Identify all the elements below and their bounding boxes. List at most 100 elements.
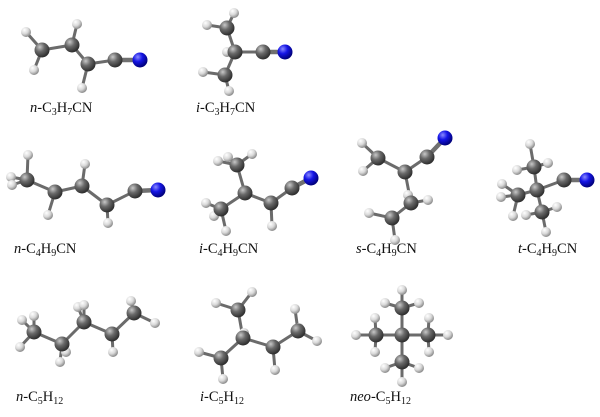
atom-hydrogen <box>6 172 16 182</box>
atom-hydrogen <box>17 315 27 325</box>
atom-hydrogen <box>211 298 221 308</box>
atom-carbon <box>74 178 90 194</box>
atom-hydrogen <box>194 347 204 357</box>
atom-carbon <box>403 195 419 211</box>
atom-carbon <box>255 44 271 60</box>
atom-carbon <box>64 37 80 53</box>
atom-carbon <box>127 183 143 199</box>
atom-hydrogen <box>290 304 300 314</box>
atom-hydrogen <box>79 300 89 310</box>
atom-carbon <box>290 323 306 339</box>
atom-hydrogen <box>525 139 535 149</box>
atom-hydrogen <box>424 347 434 357</box>
atom-carbon <box>263 195 279 211</box>
atom-nitrogen <box>303 170 319 186</box>
atom-hydrogen <box>126 296 136 306</box>
atom-hydrogen <box>380 363 390 373</box>
molecule-label: t-C4H9CN <box>518 241 578 259</box>
atom-hydrogen <box>247 287 257 297</box>
molecule-n-C5H12 <box>15 296 160 367</box>
molecule-s-C4H9CN <box>357 130 453 245</box>
atom-hydrogen <box>55 357 65 367</box>
molecule-label: n-C3H7CN <box>30 100 93 118</box>
atom-carbon <box>104 326 120 342</box>
atom-hydrogen <box>552 202 562 212</box>
atom-carbon <box>230 302 246 318</box>
atom-hydrogen <box>543 158 553 168</box>
atom-carbon <box>556 172 572 188</box>
atom-carbon <box>213 201 229 217</box>
atom-hydrogen <box>370 347 380 357</box>
atom-hydrogen <box>224 86 234 96</box>
atom-carbon <box>217 67 233 83</box>
atom-carbon <box>265 339 281 355</box>
atom-carbon <box>384 210 400 226</box>
atom-nitrogen <box>277 44 293 60</box>
atom-carbon <box>284 180 300 196</box>
atom-carbon <box>80 56 96 72</box>
atom-hydrogen <box>397 377 407 387</box>
atom-hydrogen <box>508 211 518 221</box>
atom-hydrogen <box>29 65 39 75</box>
atom-carbon <box>394 354 410 370</box>
molecule-label: n-C4H9CN <box>14 241 77 259</box>
molecule-label: i-C3H7CN <box>196 100 256 118</box>
atom-carbon <box>219 20 235 36</box>
molecule-n-C4H9CN <box>6 150 166 228</box>
atom-hydrogen <box>247 149 257 159</box>
atom-hydrogen <box>358 166 368 176</box>
molecule-label: i-C4H9CN <box>199 241 259 259</box>
atom-carbon <box>19 172 35 188</box>
atom-hydrogen <box>390 235 400 245</box>
atom-carbon <box>107 52 123 68</box>
atom-carbon <box>419 149 435 165</box>
atom-hydrogen <box>218 374 228 384</box>
atom-hydrogen <box>312 336 322 346</box>
atom-carbon <box>526 159 542 175</box>
atom-carbon <box>213 350 229 366</box>
atom-carbon <box>235 330 251 346</box>
atom-hydrogen <box>497 179 507 189</box>
atom-hydrogen <box>7 180 17 190</box>
atom-carbon <box>370 150 386 166</box>
atom-hydrogen <box>29 311 39 321</box>
atom-carbon <box>34 42 50 58</box>
atom-carbon <box>227 44 243 60</box>
atom-hydrogen <box>357 138 367 148</box>
atom-hydrogen <box>512 165 522 175</box>
molecule-n-C3H7CN <box>21 19 148 93</box>
atom-carbon <box>394 300 410 316</box>
atom-hydrogen <box>202 20 212 30</box>
atom-hydrogen <box>414 363 424 373</box>
atom-hydrogen <box>150 318 160 328</box>
atom-hydrogen <box>80 159 90 169</box>
atom-hydrogen <box>43 210 53 220</box>
atom-carbon <box>76 314 92 330</box>
atom-carbon <box>54 336 70 352</box>
atom-hydrogen <box>23 150 33 160</box>
atom-hydrogen <box>496 192 506 202</box>
molecule-t-C4H9CN <box>496 139 595 237</box>
atom-carbon <box>529 182 545 198</box>
atom-hydrogen <box>397 285 407 295</box>
atom-hydrogen <box>380 298 390 308</box>
atom-carbon <box>237 185 253 201</box>
atom-nitrogen <box>150 182 166 198</box>
molecule-label: s-C4H9CN <box>356 241 417 259</box>
atom-hydrogen <box>72 19 82 29</box>
atom-carbon <box>368 327 384 343</box>
atom-carbon <box>420 327 436 343</box>
atom-hydrogen <box>229 8 239 18</box>
atom-hydrogen <box>270 365 280 375</box>
atom-hydrogen <box>424 313 434 323</box>
atom-hydrogen <box>201 198 211 208</box>
atom-hydrogen <box>364 208 374 218</box>
atom-nitrogen <box>132 52 148 68</box>
atom-hydrogen <box>223 152 233 162</box>
atom-carbon <box>534 204 550 220</box>
atom-hydrogen <box>521 210 531 220</box>
atom-carbon <box>510 187 526 203</box>
atom-nitrogen <box>579 172 595 188</box>
molecule-i-C3H7CN <box>198 8 293 96</box>
atom-hydrogen <box>103 218 113 228</box>
